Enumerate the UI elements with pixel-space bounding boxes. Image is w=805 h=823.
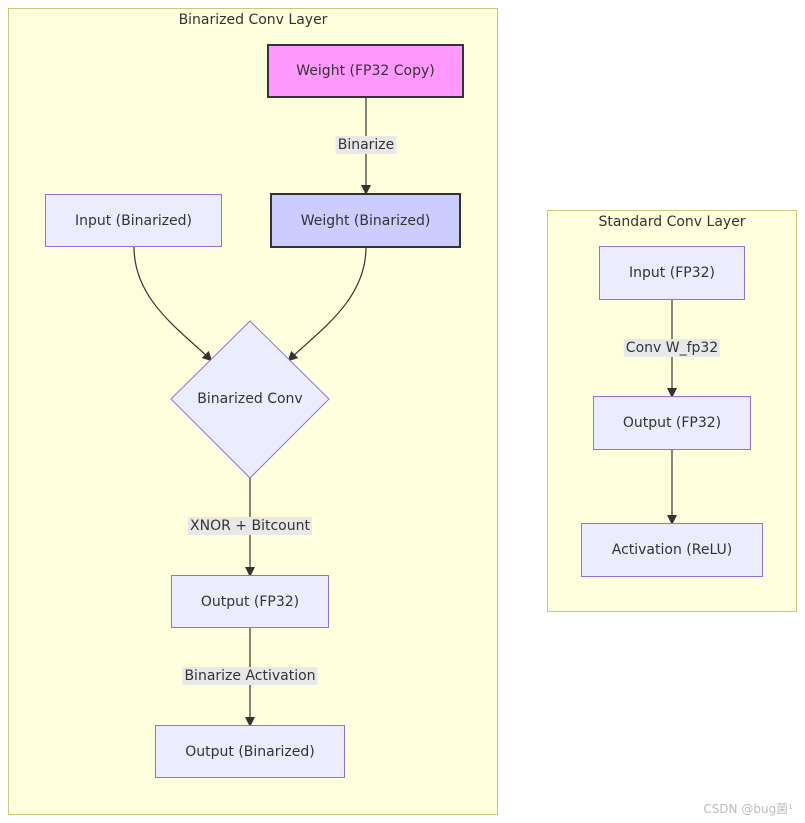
watermark: CSDN @bug菌¹ xyxy=(703,802,793,816)
activation-relu-label: Activation (ReLU) xyxy=(611,542,733,558)
edge-label-binarize-activation: Binarize Activation xyxy=(182,667,318,685)
binarized-conv-diamond xyxy=(170,320,330,479)
standard-cluster-title: Standard Conv Layer xyxy=(598,214,746,230)
output-binarized-label: Output (Binarized) xyxy=(185,743,315,760)
weight-binarized-node: Weight (Binarized) xyxy=(270,193,461,248)
weight-fp32-label: Weight (FP32 Copy) xyxy=(296,63,435,79)
weight-binarized-label: Weight (Binarized) xyxy=(300,212,431,229)
activation-relu-node: Activation (ReLU) xyxy=(581,523,763,577)
output-fp32-label: Output (FP32) xyxy=(200,593,300,610)
weight-fp32-node: Weight (FP32 Copy) xyxy=(267,44,464,98)
output-fp32-node: Output (FP32) xyxy=(171,575,329,628)
edge-weight-to-conv xyxy=(287,246,367,362)
binarized-cluster-title: Binarized Conv Layer xyxy=(178,12,328,28)
standard-output-fp32-node: Output (FP32) xyxy=(593,396,751,450)
input-binarized-label: Input (Binarized) xyxy=(74,212,193,229)
binarized-conv-label: Binarized Conv xyxy=(197,391,303,407)
edge-input-to-conv xyxy=(133,246,213,362)
edge-label-binarize: Binarize xyxy=(335,136,397,154)
input-fp32-label: Input (FP32) xyxy=(629,265,715,281)
output-binarized-node: Output (Binarized) xyxy=(155,725,345,778)
input-binarized-node: Input (Binarized) xyxy=(45,194,222,247)
input-fp32-node: Input (FP32) xyxy=(599,246,745,300)
edge-label-conv-w: Conv W_fp32 xyxy=(623,339,721,357)
edge-label-xnor: XNOR + Bitcount xyxy=(188,517,312,535)
standard-output-fp32-label: Output (FP32) xyxy=(622,415,722,431)
